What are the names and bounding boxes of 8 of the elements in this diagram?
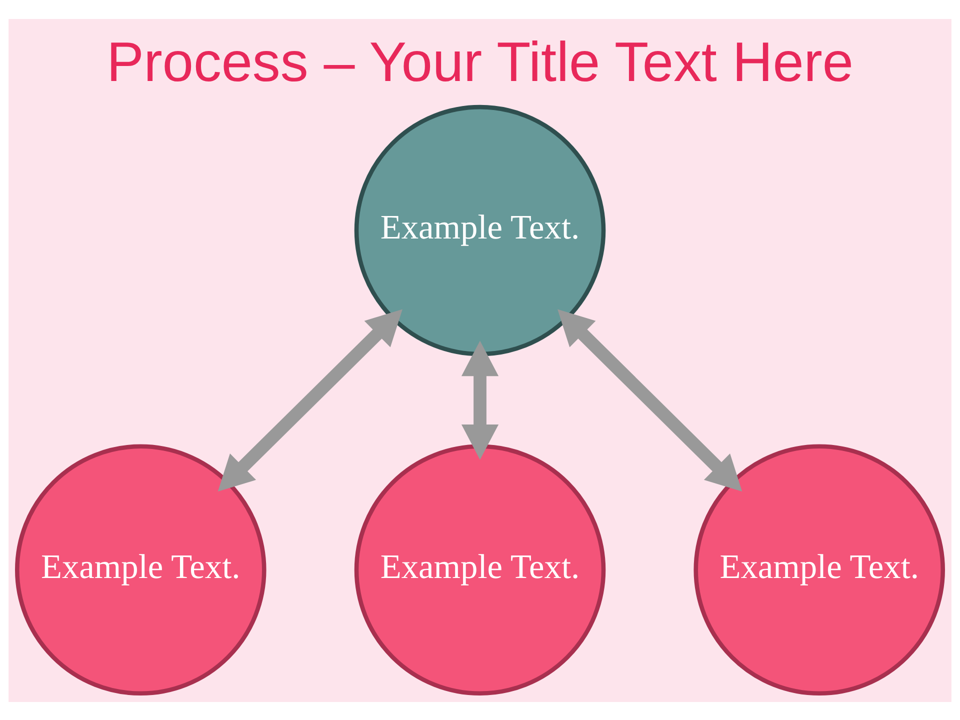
arrow [218,308,402,491]
node-circle: Example Text. [354,444,606,696]
node-circle: Example Text. [694,444,945,696]
arrow [461,340,499,460]
node-circle: Example Text. [354,104,606,356]
diagram-title: Process – Your Title Text Here [106,29,854,92]
arrow [558,308,742,491]
node-circle: Example Text. [15,444,266,696]
